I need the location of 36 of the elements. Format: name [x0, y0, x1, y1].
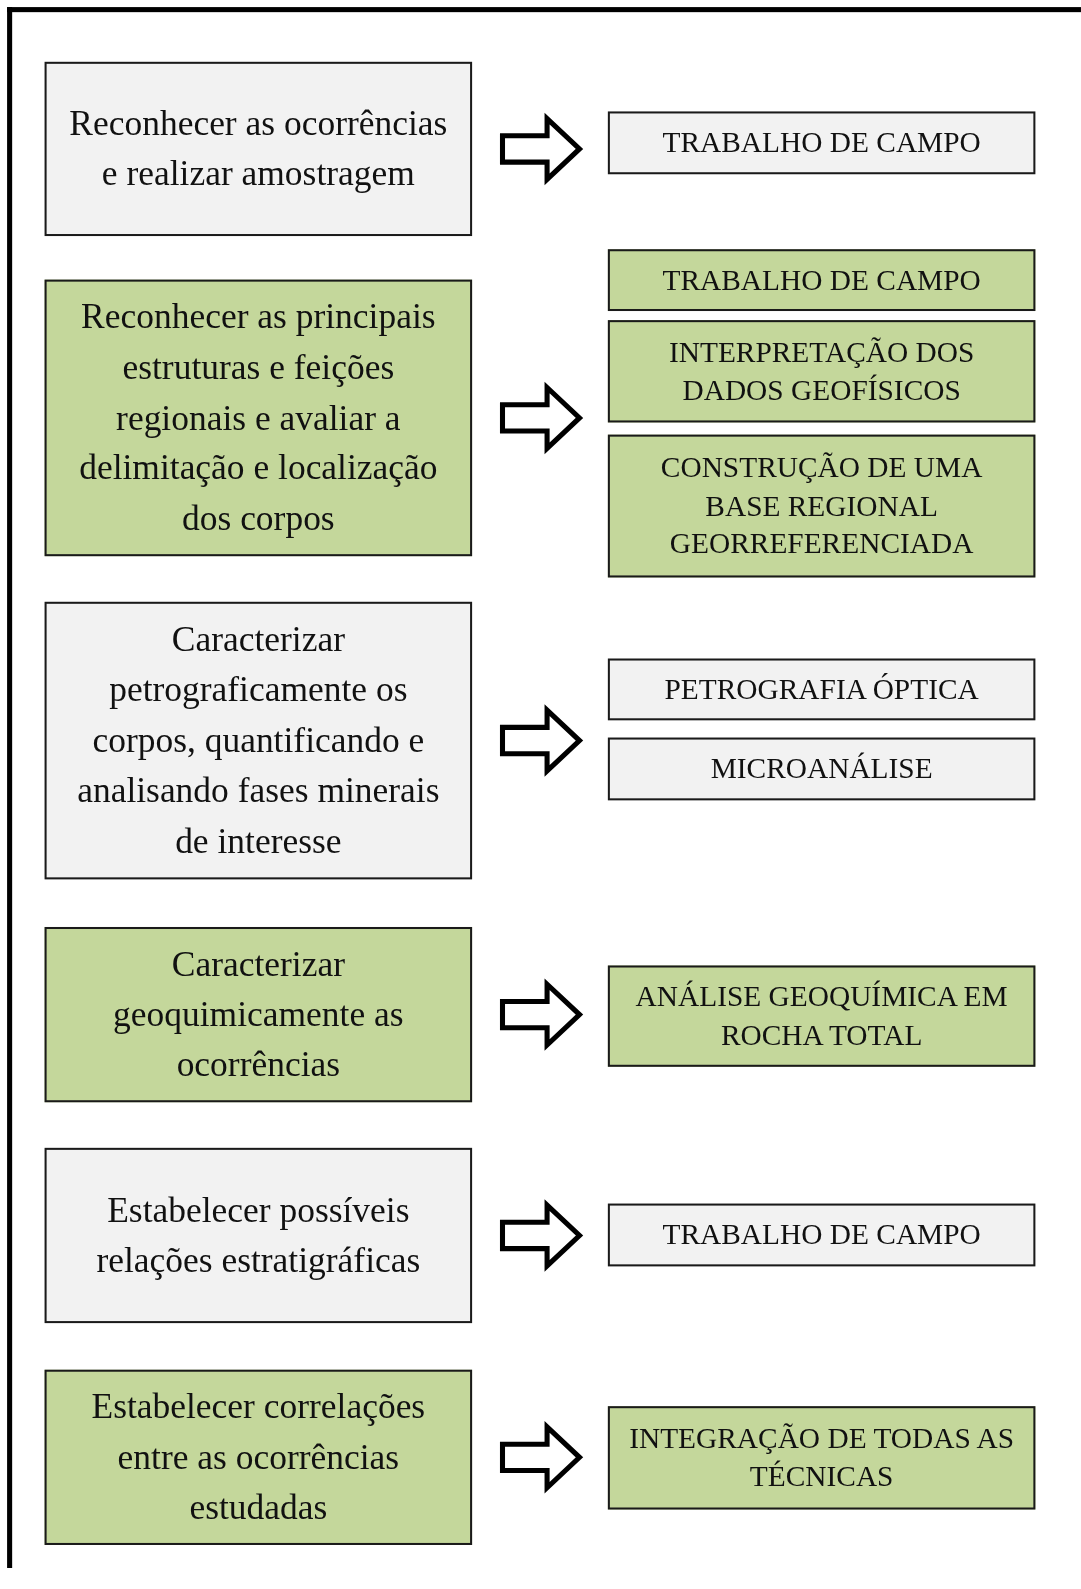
- method-box: [607, 320, 1036, 423]
- objective-box: [44, 61, 473, 237]
- block-arrow: [499, 112, 584, 186]
- method-text: CONSTRUÇÃO DE UMA BASE REGIONAL GEORREFERENCIADA: [659, 449, 984, 562]
- method-box: [607, 1406, 1036, 1510]
- objective-box: [44, 1369, 473, 1545]
- method-text: INTEGRAÇÃO DE TODAS AS TÉCNICAS: [628, 1420, 1016, 1495]
- method-text: TRABALHO DE CAMPO: [662, 1216, 981, 1253]
- method-text: ANÁLISE GEOQUÍMICA EM ROCHA TOTAL: [634, 979, 1009, 1053]
- objective-text: Reconhecer as principais estruturas e feições regionais e avaliar a delimitação e localização dos corpos: [78, 296, 439, 540]
- objective-box: [44, 601, 473, 880]
- objective-box: [44, 1147, 473, 1324]
- method-box: [607, 965, 1036, 1067]
- method-box: [607, 1203, 1036, 1267]
- method-text: INTERPRETAÇÃO DOS DADOS GEOFÍSICOS: [667, 334, 976, 408]
- method-box: [607, 658, 1036, 721]
- objective-box: [44, 927, 473, 1103]
- block-arrow: [499, 704, 584, 777]
- objective-text: Estabelecer possíveis relações estratigráficas: [95, 1189, 422, 1283]
- objective-text: Caracterizar geoquimicamente as ocorrências: [112, 943, 405, 1087]
- objective-text: Caracterizar petrograficamente os corpos, quantificando e analisando fases minerais de interesse: [76, 618, 441, 863]
- objective-box: [44, 279, 473, 557]
- method-text: PETROGRAFIA ÓPTICA: [664, 671, 979, 707]
- block-arrow: [499, 1421, 584, 1494]
- method-box: [607, 434, 1036, 578]
- method-text: TRABALHO DE CAMPO: [662, 124, 981, 161]
- objective-text: Estabelecer correlações entre as ocorrências estudadas: [90, 1385, 427, 1530]
- method-text: MICROANÁLISE: [710, 750, 933, 787]
- method-box: [607, 737, 1036, 801]
- block-arrow: [499, 381, 584, 455]
- method-box: [607, 249, 1036, 311]
- method-box: [607, 111, 1036, 175]
- block-arrow: [499, 1199, 584, 1272]
- block-arrow: [499, 978, 584, 1051]
- method-text: TRABALHO DE CAMPO: [662, 262, 981, 298]
- objective-text: Reconhecer as ocorrências e realizar amostragem: [68, 102, 449, 196]
